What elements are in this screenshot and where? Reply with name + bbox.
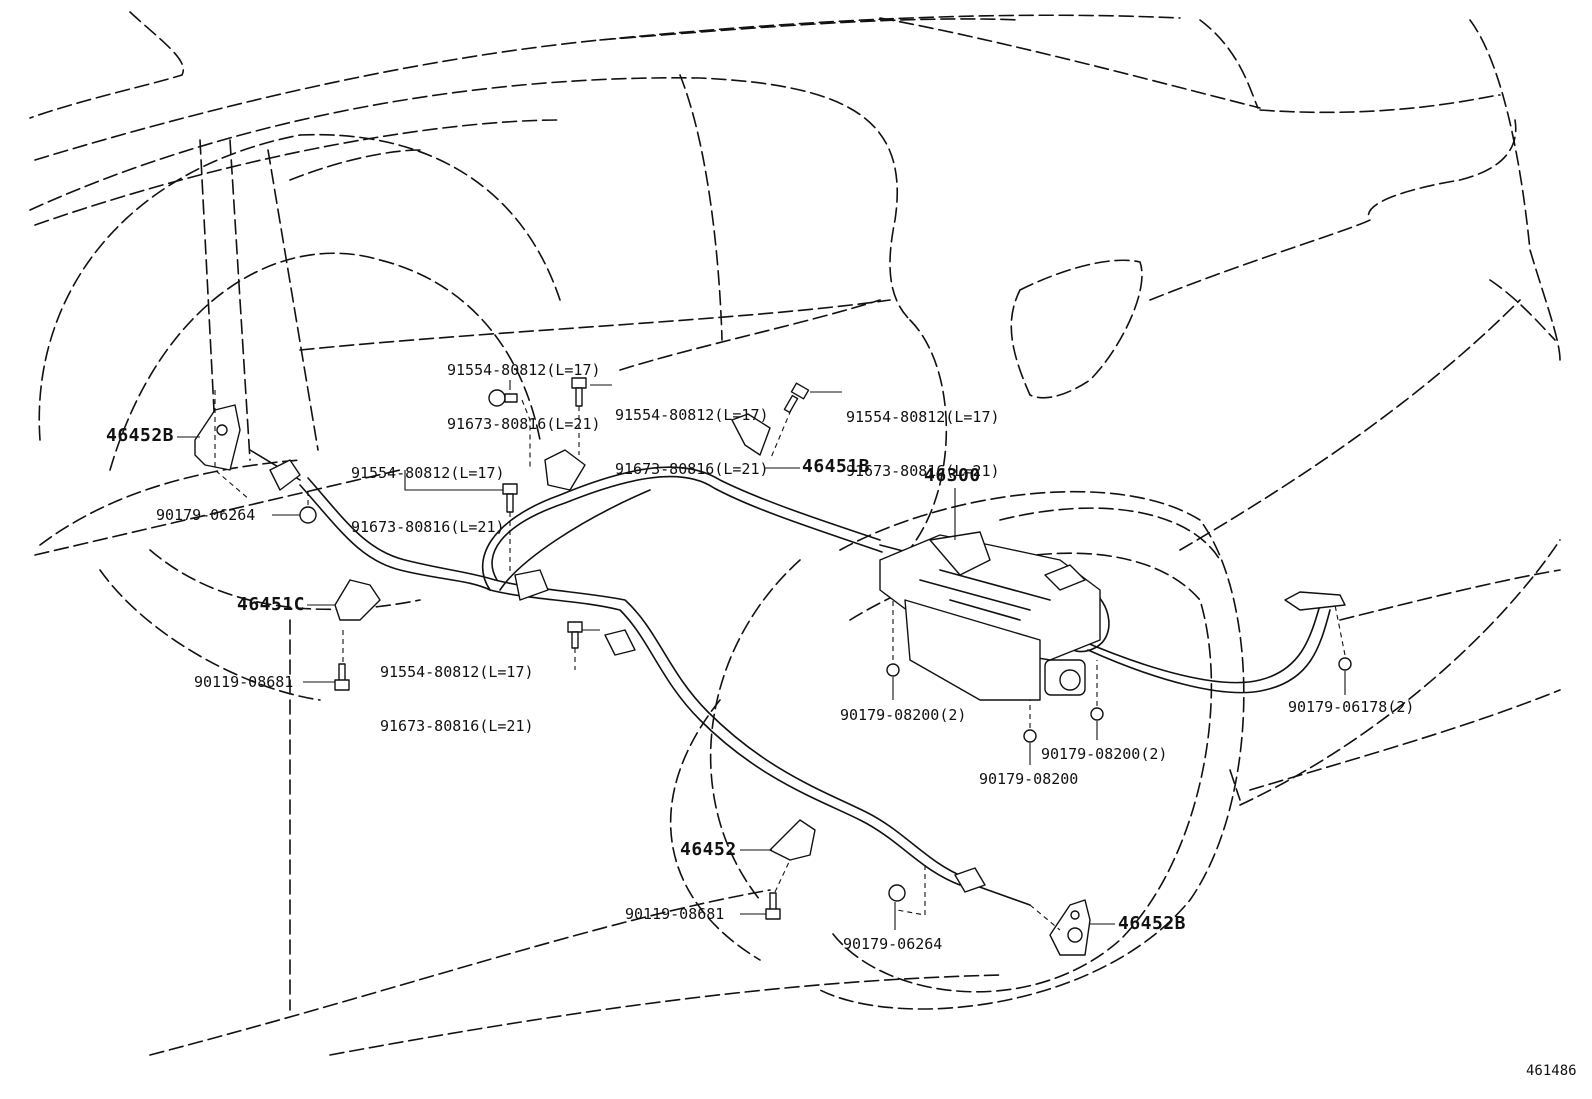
label-90179-08200-c: 90179-08200 [979,770,1079,788]
bolt-callout-5: 91554-80812(L=17) 91673-80816(L=21) [380,627,534,753]
bracket-46451b [731,413,771,456]
bolt-part-a: 91554-80812(L=17) [351,464,505,482]
bracket-46452b-right [1049,899,1091,956]
fasteners [299,377,1352,920]
label-90119-08681-left: 90119-08681 [194,673,294,691]
lever-assembly-46300 [879,531,1101,701]
bracket-46452 [769,819,816,861]
label-90179-08200-a: 90179-08200(2) [840,706,967,724]
bracket-46452b-left [194,404,241,471]
label-90179-06178: 90179-06178(2) [1288,698,1415,716]
diagram-id: 461486 [1526,1063,1577,1079]
vehicle-outline [29,11,1561,1056]
leader-lines [177,380,1346,931]
label-46300: 46300 [924,465,981,486]
label-46452b-right: 46452B [1118,913,1187,934]
label-90179-08200-b: 90179-08200(2) [1041,745,1168,763]
brackets [194,404,1346,956]
bolt-part-b: 91673-80816(L=21) [615,460,769,478]
bolt-part-b: 91673-80816(L=21) [846,462,1000,480]
bolt-part-b: 91673-80816(L=21) [447,415,601,433]
label-90119-08681-right: 90119-08681 [625,905,725,923]
bolt-callout-4: 91554-80812(L=17) 91673-80816(L=21) [351,428,505,554]
bolt-part-a: 91554-80812(L=17) [846,408,1000,426]
bolt-part-a: 91554-80812(L=17) [380,663,534,681]
label-90179-06264-right: 90179-06264 [843,935,943,953]
bolt-part-a: 91554-80812(L=17) [447,361,601,379]
bolt-callout-2: 91554-80812(L=17) 91673-80816(L=21) [615,370,769,496]
bolt-part-a: 91554-80812(L=17) [615,406,769,424]
label-90179-06264-left: 90179-06264 [156,506,256,524]
label-46452b-left: 46452B [106,425,175,446]
label-46451b: 46451B [802,456,871,477]
label-46451c: 46451C [237,594,306,615]
label-46452: 46452 [680,839,737,860]
bolt-part-b: 91673-80816(L=21) [351,518,505,536]
bolt-callout-1: 91554-80812(L=17) 91673-80816(L=21) [447,325,601,451]
bolt-part-b: 91673-80816(L=21) [380,717,534,735]
bracket-46451c [334,579,381,621]
bolt-callout-3: 91554-80812(L=17) 91673-80816(L=21) [846,372,1000,498]
